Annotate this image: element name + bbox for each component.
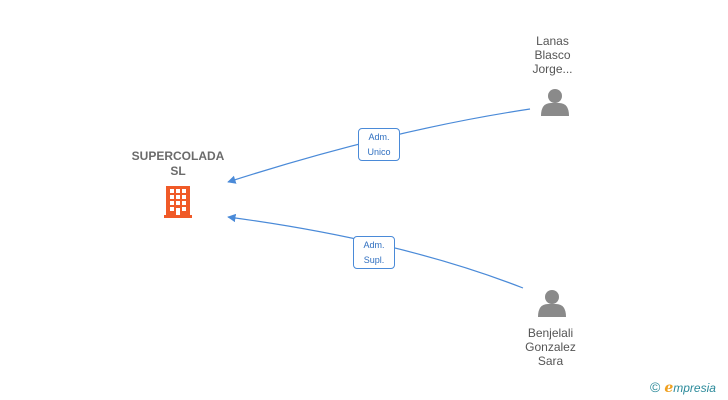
relation-label-adm-unico: Adm. Unico xyxy=(358,128,400,161)
company-name-line: SL xyxy=(170,164,186,178)
company-name-line: SUPERCOLADA xyxy=(131,149,225,163)
person-icon[interactable] xyxy=(538,290,566,317)
copyright-symbol: © xyxy=(650,379,661,395)
person-name-line: Jorge... xyxy=(532,62,573,76)
person-name-benjelali[interactable]: Benjelali Gonzalez Sara xyxy=(503,326,598,368)
person-name-line: Lanas xyxy=(536,34,569,48)
person-name-line: Benjelali xyxy=(527,326,574,340)
person-name-line: Blasco xyxy=(534,48,571,62)
relation-label-adm-supl: Adm. Supl. xyxy=(353,236,395,269)
company-name[interactable]: SUPERCOLADA SL xyxy=(118,149,238,179)
brand-rest: mpresia xyxy=(673,381,716,395)
brand-e: e xyxy=(664,380,674,396)
relation-label-line: Unico xyxy=(367,147,391,157)
empresia-logo[interactable]: ©empresia xyxy=(650,379,716,396)
relation-label-line: Supl. xyxy=(363,255,385,265)
person-icon[interactable] xyxy=(541,89,569,116)
building-icon[interactable] xyxy=(164,186,192,218)
person-name-lanas[interactable]: Lanas Blasco Jorge... xyxy=(505,34,600,76)
person-name-line: Sara xyxy=(537,354,564,368)
relation-label-line: Adm. xyxy=(363,240,385,250)
relation-label-line: Adm. xyxy=(368,132,390,142)
person-name-line: Gonzalez xyxy=(525,340,576,354)
